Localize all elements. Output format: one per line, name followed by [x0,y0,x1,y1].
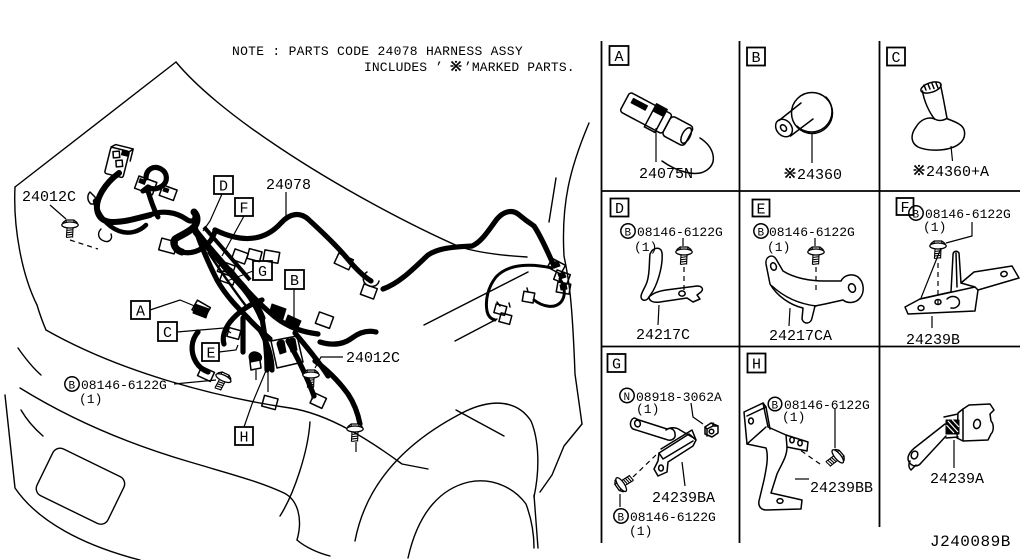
svg-text:24239B: 24239B [906,332,960,349]
svg-text:A: A [136,304,145,321]
svg-text:(1): (1) [782,410,805,425]
svg-text:B: B [772,401,779,413]
svg-text:C: C [892,50,901,67]
svg-text:08146-6122G: 08146-6122G [769,225,855,240]
svg-text:B: B [752,50,761,67]
svg-text:B: B [625,228,632,240]
svg-text:(1): (1) [629,524,652,539]
svg-text:B: B [758,228,765,240]
svg-text:E: E [757,202,766,219]
svg-text:INCLUDES ’: INCLUDES ’ [364,60,443,75]
svg-text:NOTE : PARTS CODE 24078 HARNES: NOTE : PARTS CODE 24078 HARNESS ASSY [232,44,523,59]
svg-text:G: G [258,264,267,281]
svg-text:(1): (1) [636,402,659,417]
svg-text:24012C: 24012C [346,350,400,367]
svg-text:B: B [618,513,625,525]
svg-text:D: D [615,201,624,218]
svg-text:D: D [219,179,228,196]
svg-text:08918-3062A: 08918-3062A [636,390,722,405]
svg-text:08146-6122G: 08146-6122G [784,398,870,413]
svg-text:(1): (1) [634,240,657,255]
svg-text:A: A [615,49,624,66]
svg-text:B: B [913,210,920,222]
svg-text:H: H [752,357,761,374]
svg-text:(1): (1) [79,392,102,407]
svg-text:B: B [69,381,76,393]
svg-text:G: G [612,357,621,374]
svg-text:24239BB: 24239BB [810,480,873,497]
svg-text:08146-6122G: 08146-6122G [925,207,1011,222]
svg-text:08146-6122G: 08146-6122G [81,378,167,393]
svg-text:24360: 24360 [797,167,842,184]
svg-text:F: F [240,201,249,218]
svg-text:B: B [290,273,299,290]
svg-text:24217CA: 24217CA [769,328,832,345]
svg-text:24075N: 24075N [639,166,693,183]
svg-text:(1): (1) [767,240,790,255]
svg-text:24239A: 24239A [930,471,984,488]
svg-text:24078: 24078 [266,177,311,194]
svg-text:24217C: 24217C [636,327,690,344]
svg-text:24239BA: 24239BA [652,490,715,507]
svg-text:(1): (1) [923,220,946,235]
svg-text:C: C [163,325,172,342]
svg-text:08146-6122G: 08146-6122G [630,510,716,525]
svg-text:N: N [624,392,631,404]
svg-text:08146-6122G: 08146-6122G [637,225,723,240]
svg-text:H: H [240,430,249,447]
svg-text:24360+A: 24360+A [926,164,989,181]
svg-text:24012C: 24012C [22,189,76,206]
svg-text:J240089B: J240089B [930,533,1011,551]
svg-text:’MARKED PARTS.: ’MARKED PARTS. [464,60,575,75]
svg-text:E: E [207,346,216,363]
svg-text:F: F [901,200,910,217]
